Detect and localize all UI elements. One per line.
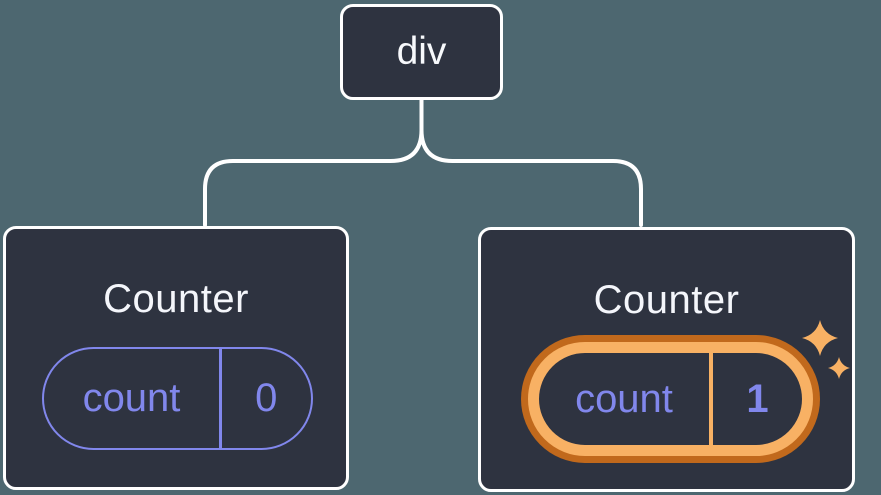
sparkle-large — [802, 320, 838, 356]
state-pill-divider — [219, 349, 222, 448]
counter-card-right: Counter count 1 — [478, 227, 855, 492]
counter-card-left: Counter count 0 — [3, 226, 349, 490]
state-pill-count-1-highlighted: count 1 — [528, 342, 813, 456]
state-value: 1 — [746, 376, 769, 421]
counter-title: Counter — [593, 278, 740, 322]
counter-title: Counter — [103, 277, 249, 321]
connector-right-branch — [419, 128, 643, 227]
sparkle-icon — [802, 320, 850, 379]
state-key-label: count — [82, 376, 181, 420]
state-key-label: count — [575, 376, 673, 421]
root-node-div: div — [340, 4, 503, 100]
connector-left-branch — [203, 97, 424, 227]
root-node-label: div — [396, 30, 447, 73]
state-value: 0 — [255, 376, 278, 420]
state-pill-count-0: count 0 — [42, 347, 313, 450]
state-pill-divider — [709, 353, 713, 445]
sparkle-small — [828, 357, 850, 379]
